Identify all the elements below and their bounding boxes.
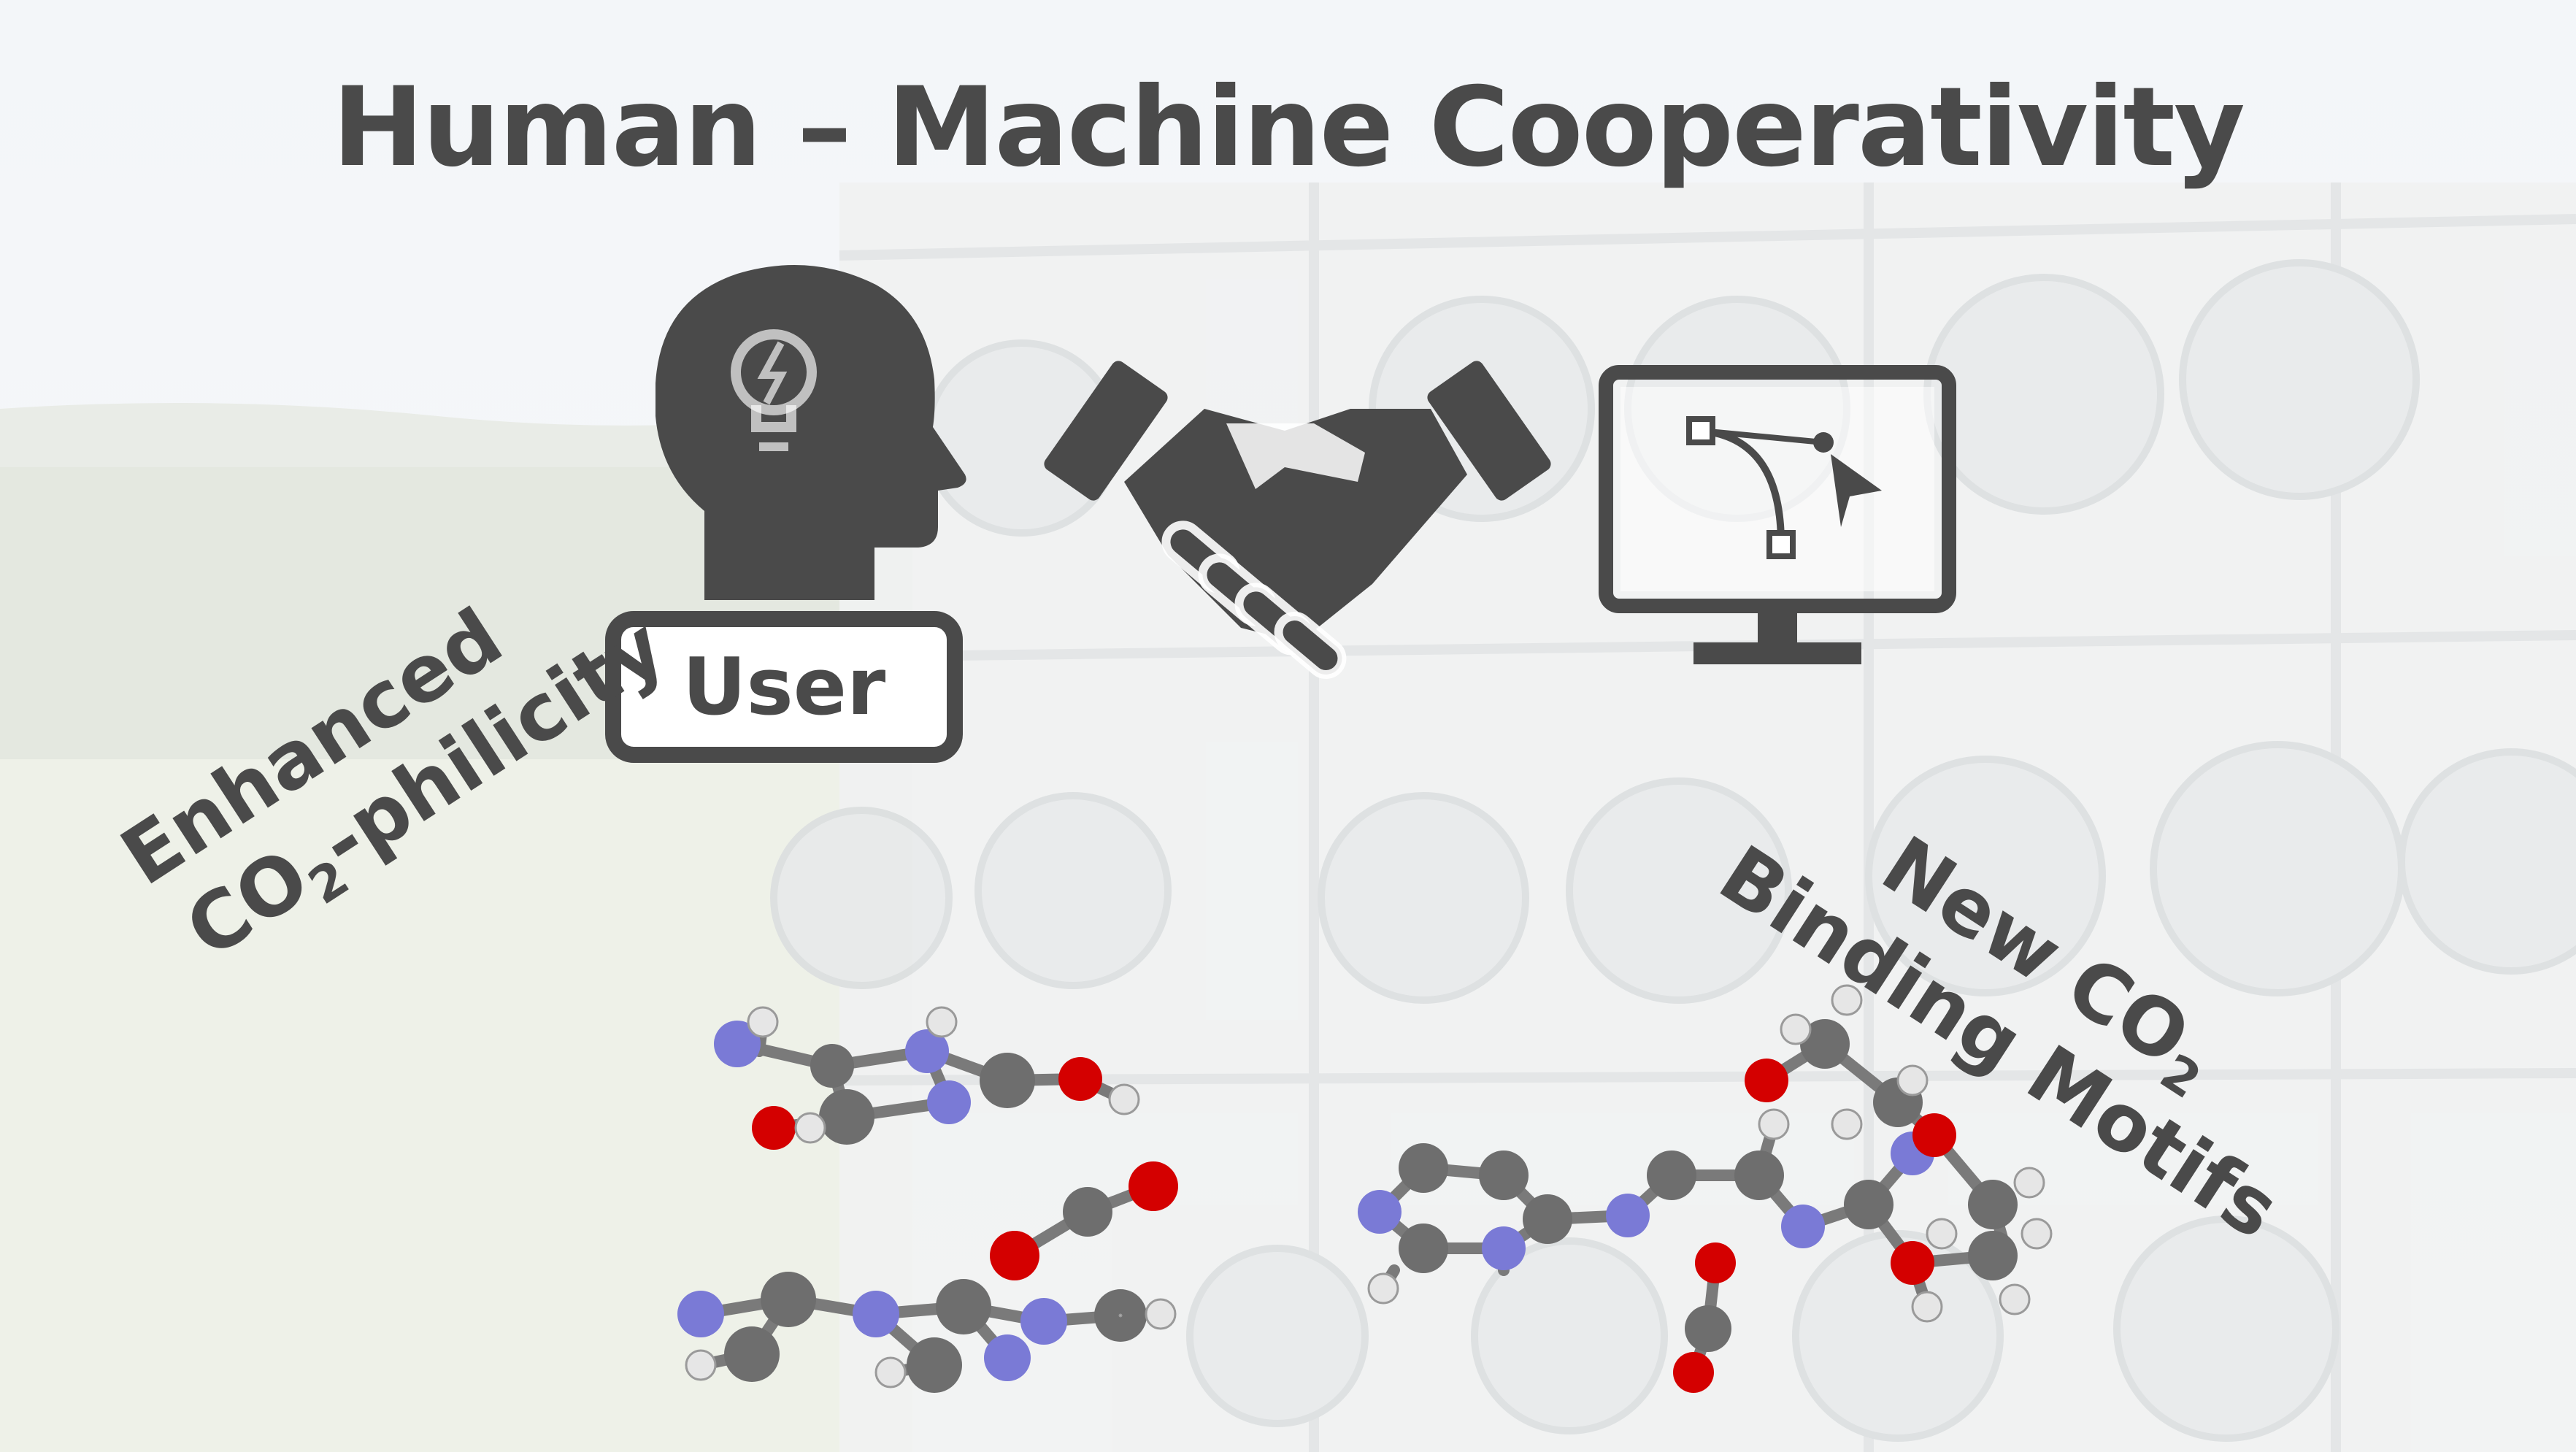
- monitor-vector-icon: [1599, 365, 1956, 664]
- handshake-icon: [1044, 361, 1551, 679]
- user-label: User: [682, 641, 886, 733]
- page-title: Human – Machine Cooperativity: [332, 64, 2245, 191]
- molecule-group-left: [677, 1006, 1178, 1393]
- molecule-group-right: [1358, 984, 2053, 1393]
- idea-head-icon: [655, 265, 966, 600]
- user-label-box: [605, 611, 963, 763]
